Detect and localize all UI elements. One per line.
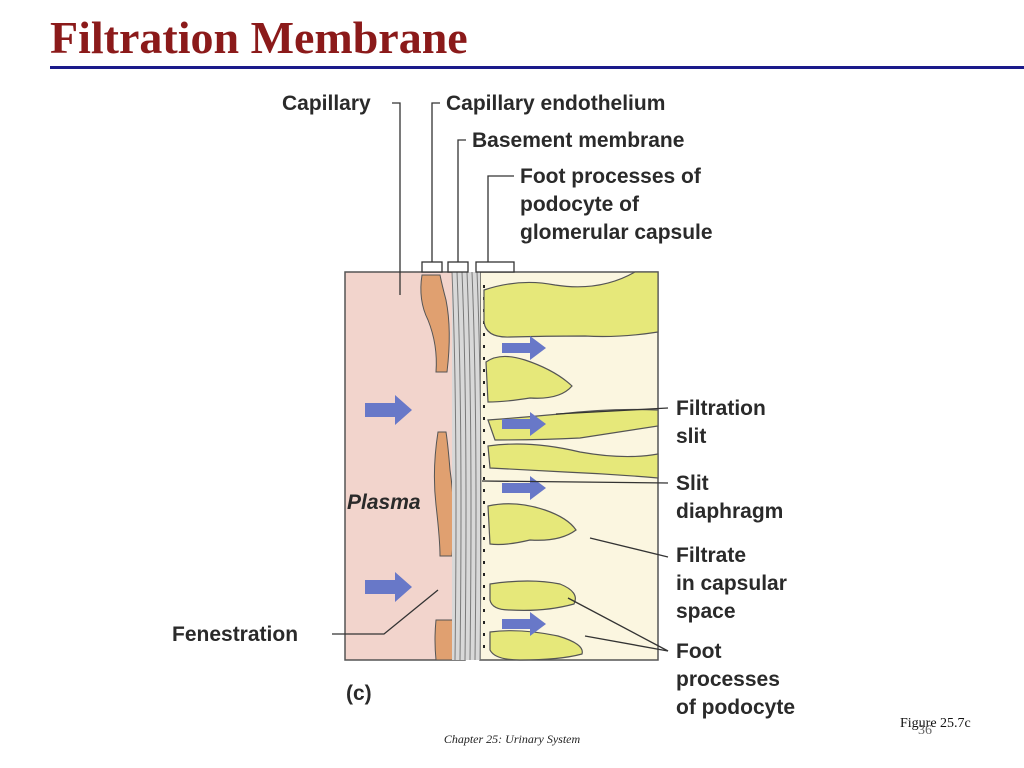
title-divider	[50, 66, 1024, 69]
slide-footer: Chapter 25: Urinary System	[443, 732, 581, 746]
endothelial-cell-top	[420, 274, 450, 373]
flow-arrow-icon	[502, 336, 546, 360]
foot-process	[489, 580, 576, 611]
label-filtration-slit-1: Filtration	[676, 397, 766, 420]
label-filtrate-3: space	[676, 600, 736, 623]
filtrate-flow-arrows	[365, 336, 546, 636]
figure-reference: Figure 25.7c	[900, 716, 971, 731]
label-capillary: Capillary	[282, 92, 371, 115]
basement-membrane-lines	[451, 271, 482, 661]
label-filtration-slit-2: slit	[676, 425, 706, 448]
flow-arrow-icon	[502, 612, 546, 636]
top-brackets	[421, 261, 515, 273]
flow-arrow-icon	[502, 412, 546, 436]
label-foot-processes-bottom-3: of podocyte	[676, 696, 795, 719]
label-filtrate-2: in capsular	[676, 572, 787, 595]
label-plasma: Plasma	[347, 491, 421, 514]
label-foot-processes-top-3: glomerular capsule	[520, 221, 713, 244]
label-foot-processes-top-2: podocyte of	[520, 193, 640, 216]
foot-process	[485, 355, 573, 403]
label-foot-processes-bottom-2: processes	[676, 668, 780, 691]
label-slit-diaphragm-2: diaphragm	[676, 500, 783, 523]
label-basement-membrane: Basement membrane	[472, 129, 684, 152]
foot-process	[483, 271, 659, 338]
panel-label: (c)	[346, 682, 372, 705]
foot-processes	[483, 271, 659, 661]
foot-process	[487, 443, 659, 479]
label-capillary-endothelium: Capillary endothelium	[446, 92, 665, 115]
label-fenestration: Fenestration	[172, 623, 298, 646]
flow-arrow-icon	[365, 572, 412, 602]
page-number: 36	[918, 723, 932, 738]
slide-title: Filtration Membrane	[50, 12, 468, 63]
label-slit-diaphragm-1: Slit	[676, 472, 709, 495]
label-filtrate-1: Filtrate	[676, 544, 746, 567]
label-foot-processes-top-1: Foot processes of	[520, 165, 702, 188]
leader-lines	[332, 102, 669, 652]
flow-arrow-icon	[365, 395, 412, 425]
foot-process	[487, 503, 577, 546]
label-foot-processes-bottom-1: Foot	[676, 640, 721, 663]
